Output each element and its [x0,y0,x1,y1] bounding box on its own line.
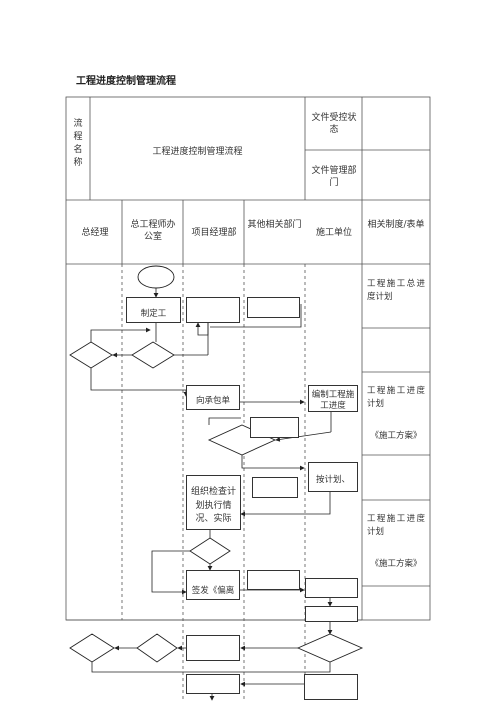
name-label-char: 程 [73,132,83,143]
decision-diamond [69,633,115,663]
process-box-empty [252,477,298,498]
decision-diamond [69,341,113,369]
decision-diamond [296,633,364,663]
start-terminal [137,265,175,289]
column-header-other-depts: 其他相关部门 [247,220,302,230]
process-box-issue-to: 向承包单 [186,385,240,410]
process-box-empty [247,297,300,318]
rules-note: 《施工方案》 [370,559,422,569]
rules-note: 工程施工总进度计划 [367,279,425,303]
column-header-contractor: 施工单位 [315,228,352,238]
process-box-by-plan: 按计划、 [308,462,358,492]
process-box-organize-check: 组织检查计划执行情况、实际 [186,475,241,530]
column-header-project-dept: 项目经理部 [191,228,237,238]
process-box-empty [305,578,358,598]
process-box-empty [304,674,358,700]
decision-diamond [131,341,175,369]
process-box-issue-deviation: 签发《偏离 [186,570,240,600]
document-title: 工程进度控制管理流程 [76,76,176,87]
process-box-empty [186,635,240,661]
process-box-empty [247,570,300,590]
rules-note: 工程施工进度计划 [367,514,425,538]
process-box-empty [250,417,299,438]
process-box-draft: 制定工 [126,297,181,323]
process-box-empty [186,674,240,694]
process-box-empty [305,606,358,622]
decision-diamond [136,633,178,663]
doc-status-label: 文件受控状态 [311,113,357,136]
rules-note: 《施工方案》 [370,431,422,441]
process-box-compile-plan: 编制工程施工进度 [308,385,358,412]
decision-diamond [189,537,231,565]
name-label-char: 称 [73,158,83,169]
rules-note: 工程施工进度计划 [367,386,425,410]
process-name: 工程进度控制管理流程 [152,147,243,157]
name-label-char: 名 [73,145,83,156]
column-header-gm: 总经理 [81,228,109,238]
process-box-empty [186,297,240,323]
column-header-chief-engineer: 总工程师办公室 [130,220,176,243]
name-label-char: 流 [73,119,83,129]
doc-dept-label: 文件管理部门 [311,166,357,189]
column-header-rules: 相关制度/表单 [367,220,425,230]
